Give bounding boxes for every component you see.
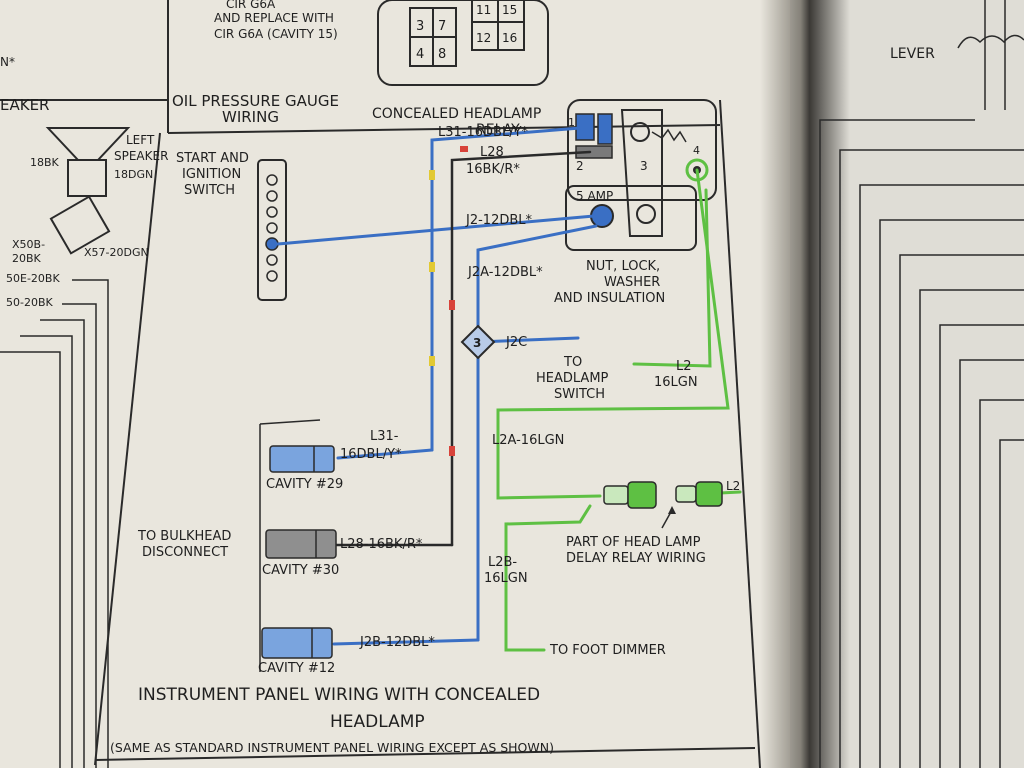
oil-gauge-title-2: WIRING: [222, 108, 279, 126]
relay-pin-1: 1: [568, 116, 575, 129]
wire-label-l31-2: 16DBL/Y*: [340, 447, 402, 462]
bulkhead-cavities: [259, 419, 337, 672]
wire-50: 50-20BK: [6, 296, 54, 309]
cavity-29-connector: [269, 445, 335, 473]
wire-20bk: 20BK: [12, 252, 42, 265]
cavity-30-connector: [265, 529, 337, 559]
bulkhead-label-2: DISCONNECT: [142, 545, 228, 560]
wire-l2a: [496, 168, 730, 500]
wire-label-j2: J2-12DBL*: [465, 213, 533, 228]
wire-l2b: [504, 504, 592, 652]
wire-label-l28-2: 16BK/R*: [466, 162, 520, 177]
lever-label: LEVER: [890, 46, 935, 62]
wire-l28: [450, 150, 592, 547]
wire-color-ticks: [429, 146, 468, 456]
wire-l31: [430, 126, 582, 452]
conn-cell-8: 8: [438, 47, 446, 62]
wire-paths: [276, 126, 742, 652]
wire-j2: [276, 214, 596, 246]
wire-label-l2-2: 16LGN: [654, 375, 698, 390]
wire-label-l31-1: L31-: [370, 429, 399, 444]
wire-label-j2b: J2B-12DBL*: [359, 635, 435, 650]
delay-relay-connectors: [603, 481, 723, 529]
caption-line-1: INSTRUMENT PANEL WIRING WITH CONCEALED: [138, 685, 540, 705]
conn-cell-16: 16: [502, 31, 517, 45]
wire-l2: [632, 188, 712, 368]
conn-cell-7: 7: [438, 19, 446, 34]
foot-dimmer-label: TO FOOT DIMMER: [549, 643, 666, 658]
splice-number: 3: [473, 336, 481, 350]
wire-label-l2b-1: L2B-: [488, 555, 517, 570]
left-speaker-1: LEFT: [126, 133, 155, 147]
fuse-label: 5 AMP: [576, 189, 613, 203]
top-note-3: CIR G6A (CAVITY 15): [214, 27, 338, 41]
start-switch-label-1: START AND: [176, 151, 249, 166]
left-page-fragment: N* EAKER LEFT SPEAKER 18BK 18DGN X50B- 2…: [0, 55, 168, 768]
wire-label-l31-top: L31-16DBL/Y*: [438, 125, 529, 140]
delay-relay-label-1: PART OF HEAD LAMP: [566, 535, 701, 550]
splice-3: 3: [460, 324, 496, 360]
wire-label-l2b-2: 16LGN: [484, 571, 528, 586]
start-ignition-switch: [257, 159, 287, 301]
wire-label-l28-b: L28-16BK/R*: [340, 537, 423, 552]
headlamp-switch-1: TO: [563, 355, 582, 370]
conn-cell-12: 12: [476, 31, 491, 45]
wire-label-j2c: J2C: [505, 335, 527, 350]
wire-top-fragment: N*: [0, 55, 15, 69]
oil-gauge-title-1: OIL PRESSURE GAUGE: [172, 92, 339, 110]
relay-pin-4: 4: [693, 144, 700, 157]
caption-line-3: (SAME AS STANDARD INSTRUMENT PANEL WIRIN…: [110, 740, 554, 755]
wire-18bk: 18BK: [30, 156, 60, 169]
wire-j2b: [332, 638, 480, 646]
wire-label-l2a: L2A-16LGN: [492, 433, 564, 448]
nut-label-1: NUT, LOCK,: [586, 259, 660, 274]
start-switch-label-3: SWITCH: [184, 183, 235, 198]
relay-pin-2: 2: [576, 159, 584, 173]
wire-50e: 50E-20BK: [6, 272, 60, 285]
headlamp-switch-3: SWITCH: [554, 387, 605, 402]
top-connector-block: 3 7 4 8 11 15 12 16: [377, 0, 549, 86]
wire-x57: X57-20DGN: [84, 246, 149, 259]
wire-x50b: X50B-: [12, 238, 45, 251]
cavity-12-connector: [261, 627, 333, 659]
delay-relay-label-2: DELAY RELAY WIRING: [566, 551, 706, 566]
conn-cell-3: 3: [416, 19, 424, 34]
left-speaker-2: SPEAKER: [114, 149, 168, 163]
cavity-29-label: CAVITY #29: [266, 477, 343, 492]
headlamp-switch-2: HEADLAMP: [536, 371, 609, 386]
right-page-fragment: LEVER: [819, 0, 1024, 768]
page-frame: [0, 0, 761, 768]
speaker-title-fragment: EAKER: [0, 96, 49, 114]
start-switch-label-2: IGNITION: [182, 167, 241, 182]
nut-label-2: WASHER: [604, 275, 660, 290]
relay-pin-3: 3: [640, 159, 648, 173]
conn-cell-11: 11: [476, 3, 491, 17]
conn-cell-4: 4: [416, 47, 424, 62]
bulkhead-label-1: TO BULKHEAD: [137, 529, 231, 544]
conn-cell-15: 15: [502, 3, 517, 17]
wire-label-j2a: J2A-12DBL*: [467, 265, 543, 280]
cavity-12-label: CAVITY #12: [258, 661, 335, 676]
wire-18dgn: 18DGN: [114, 168, 153, 181]
relay-title-1: CONCEALED HEADLAMP: [372, 106, 541, 122]
wire-j2a: [476, 224, 598, 642]
nut-label-3: AND INSULATION: [554, 291, 665, 306]
wire-label-l2-end: L2: [726, 479, 740, 493]
wire-label-l28-1: L28: [480, 145, 504, 160]
cavity-30-label: CAVITY #30: [262, 563, 339, 578]
top-note-1: CIR G6A: [226, 0, 276, 11]
book-gutter: [760, 0, 850, 768]
top-note-2: AND REPLACE WITH: [214, 11, 334, 25]
wire-label-l2-1: L2: [676, 359, 692, 374]
caption-line-2: HEADLAMP: [330, 712, 425, 732]
